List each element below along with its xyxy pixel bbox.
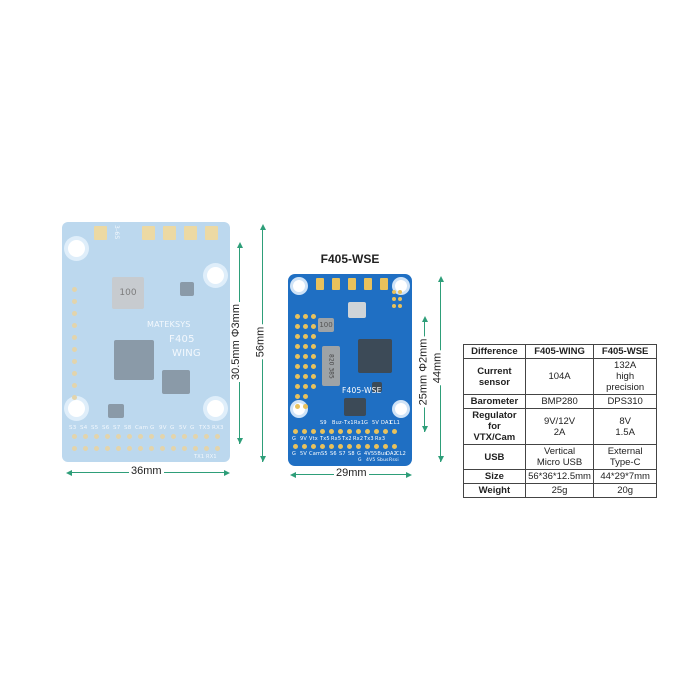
f405-wse-board: 100 820 385 F405-WSE S9 Buz- Tx1 (288, 274, 412, 466)
arrow-right-icon (224, 469, 230, 476)
mount-hole (207, 267, 224, 284)
mount-hole (68, 240, 85, 257)
power-pad (380, 278, 388, 290)
sensor-chip (108, 404, 124, 418)
brand-silk: MATEKSYS (147, 320, 191, 329)
left-pin-column (311, 314, 316, 389)
osd-chip (162, 370, 190, 394)
mount-hole (68, 400, 85, 417)
wing-hole-label: 30.5mm Φ3mm (230, 301, 243, 383)
wing-value: 56*36*12.5mm (524, 469, 595, 484)
comparison-table: Difference F405-WING F405-WSE Current se… (463, 344, 657, 498)
mcu-chip (358, 339, 392, 373)
arrow-left-icon (66, 469, 72, 476)
left-pin-column (295, 314, 300, 409)
power-pad (163, 226, 176, 240)
bottom-pin-row (72, 434, 220, 439)
wing-height-label: 56mm (254, 324, 267, 360)
battery-label: 3-6S (113, 225, 120, 240)
uart1-label: TX1 RX1 (194, 454, 217, 460)
wse-value: 44*29*7mm (593, 469, 657, 484)
left-pin-column (303, 314, 308, 409)
row-label: Barometer (463, 394, 526, 409)
arrow-down-icon (236, 438, 243, 444)
wse-value: DPS310 (593, 394, 657, 409)
power-pad (205, 226, 218, 240)
table-header-row: Difference F405-WING F405-WSE (463, 344, 657, 359)
left-pin-column (72, 287, 77, 400)
wse-board-title: F405-WSE (320, 252, 380, 266)
arrow-up-icon (236, 242, 243, 248)
wing-value: BMP280 (524, 394, 595, 409)
arrow-down-icon (437, 456, 444, 462)
right-pin-column (398, 290, 402, 308)
mcu-chip (114, 340, 154, 380)
arrow-down-icon (259, 456, 266, 462)
inductor: 100 (112, 277, 144, 309)
row-label: USB (463, 444, 526, 470)
wse-bottom-labels-2: G 4V5 Sbus Rssi (358, 458, 399, 463)
model-silk: F405-WSE (342, 386, 382, 395)
sensor-chip (372, 382, 382, 392)
wse-value: 20g (593, 483, 657, 498)
right-pin-column (392, 290, 396, 308)
power-pad (184, 226, 197, 240)
wse-mid-labels: G 9V Vtx Tx5 Rx5 Tx2 Rx2 Tx3 Rx3 (292, 436, 386, 442)
inductor: 100 (318, 318, 334, 332)
power-pad (94, 226, 107, 240)
arrow-left-icon (290, 471, 296, 478)
row-label: Size (463, 469, 526, 484)
mount-hole (207, 400, 224, 417)
wing-value: 25g (524, 483, 595, 498)
arrow-down-icon (421, 426, 428, 432)
wse-top-labels: S9 Buz- Tx1 Rx1 G 5V DA1 CL1 (320, 420, 401, 426)
usb-connector (180, 282, 194, 296)
model-silk-2: WING (172, 348, 201, 359)
arrow-up-icon (421, 316, 428, 322)
bottom-pin-row (293, 429, 397, 434)
power-pad (364, 278, 372, 290)
header-wse: F405-WSE (593, 344, 657, 359)
wse-bottom-labels: G 5V Cam S5 S6 S7 S8 G 4V5 5Bus DA2 CL2 (292, 451, 407, 457)
power-pad (142, 226, 155, 240)
arrow-right-icon (406, 471, 412, 478)
osd-chip (344, 398, 366, 416)
row-label: Weight (463, 483, 526, 498)
header-wing: F405-WING (524, 344, 595, 359)
wse-height-label: 44mm (431, 350, 444, 386)
bottom-pin-row (72, 446, 220, 451)
wing-value: 104A (524, 358, 595, 395)
f405-wing-board: 3-6S 100 MATEKSYS F405 WING S3 S4 S5 (62, 222, 230, 462)
power-pad (332, 278, 340, 290)
mount-hole (293, 280, 305, 292)
capacitor (348, 302, 366, 318)
wse-hole-label: 25mm Φ2mm (417, 336, 430, 408)
arrow-up-icon (437, 276, 444, 282)
bottom-pin-row (293, 444, 397, 449)
arrow-up-icon (259, 224, 266, 230)
header-difference: Difference (463, 344, 526, 359)
regulator: 820 385 (322, 346, 340, 386)
power-pad (316, 278, 324, 290)
wse-width-label: 29mm (334, 467, 369, 479)
power-pad (348, 278, 356, 290)
row-label: Current sensor (463, 358, 526, 395)
wing-width-label: 36mm (129, 465, 164, 477)
model-silk-1: F405 (169, 334, 195, 345)
wing-bottom-labels: S3 S4 S5 S6 S7 S8 Cam G 9V G 5V G TX3 RX… (69, 425, 224, 431)
mount-hole (395, 280, 407, 292)
mount-hole (395, 403, 407, 415)
